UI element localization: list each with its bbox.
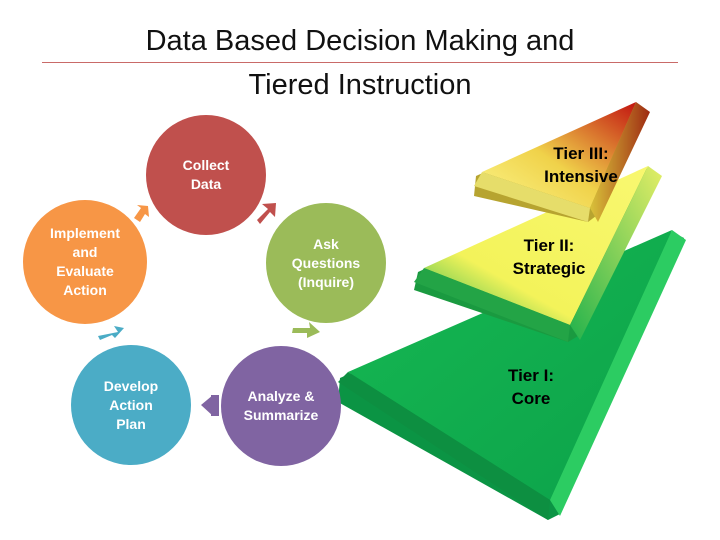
node-analyze-summarize: Analyze & Summarize [221, 346, 341, 466]
tier-3-label: Tier III: Intensive [526, 142, 636, 188]
circle-ask-questions [266, 203, 386, 323]
node-label-line: and [72, 244, 98, 260]
node-label-line: Implement [49, 225, 120, 241]
node-label-line: Data [190, 176, 222, 192]
node-label-line: Ask [313, 235, 339, 252]
node-collect-data: Collect Data [146, 115, 266, 235]
node-label-line: Analyze & [247, 388, 315, 404]
slide-title-line-2: Tiered Instruction [248, 69, 472, 101]
circle-develop-action-plan [71, 345, 191, 465]
node-label-line: Collect [182, 157, 230, 173]
tier-label-line: Strategic [512, 259, 586, 278]
arrow-implement-to-collect [134, 205, 149, 222]
node-label-line: Evaluate [56, 263, 114, 279]
title-divider [42, 62, 678, 63]
circle-implement-evaluate [23, 200, 147, 324]
tier-label-line: Core [511, 389, 551, 408]
tier-2-label: Tier II: Strategic [494, 234, 604, 280]
tier-label-line: Tier I: [508, 366, 554, 385]
arrow-collect-to-ask [257, 203, 276, 224]
arrow-analyze-to-develop [201, 395, 219, 416]
node-label-line: (Inquire) [298, 273, 354, 290]
circle-collect-data [146, 115, 266, 235]
arrow-ask-to-analyze [292, 322, 320, 338]
node-label-line: Plan [116, 415, 146, 432]
tier-label-line: Intensive [544, 167, 618, 186]
circle-analyze-summarize [221, 346, 341, 466]
node-label-line: Develop [103, 377, 159, 394]
node-label-line: Action [63, 282, 107, 298]
tier-label-line: Tier III: [553, 144, 609, 163]
node-label-line: Questions [291, 254, 361, 271]
tier-3-shape [474, 102, 650, 222]
node-label-line: Summarize [243, 407, 319, 423]
tier-1-label: Tier I: Core [476, 364, 586, 410]
node-implement-evaluate: Implement and Evaluate Action [23, 200, 147, 324]
node-label-line: Action [109, 396, 153, 413]
arrow-develop-to-implement [98, 326, 124, 340]
tier-label-line: Tier II: [523, 236, 575, 255]
node-develop-action-plan: Develop Action Plan [71, 345, 191, 465]
node-ask-questions: Ask Questions (Inquire) [266, 203, 386, 323]
slide-title-line-1: Data Based Decision Making and [145, 25, 575, 57]
